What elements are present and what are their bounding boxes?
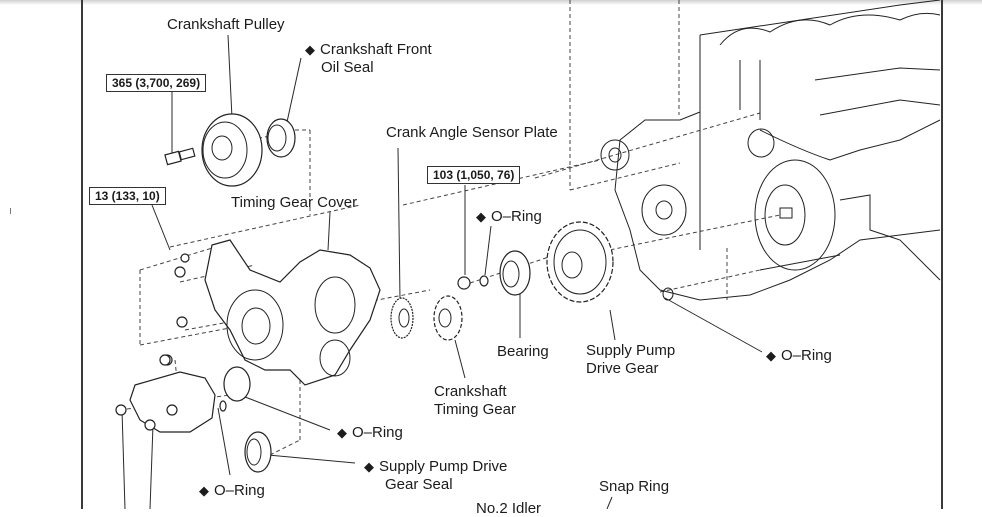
- label-o-ring-lower: ◆O–Ring: [199, 482, 265, 499]
- label-supply-pump-drive-gear-line2: Drive Gear: [586, 360, 659, 377]
- large-o-ring-part: [223, 366, 251, 402]
- non-reusable-marker-icon: ◆: [199, 483, 209, 498]
- page-right-border: [941, 0, 943, 509]
- gear-nut-part: [457, 276, 471, 290]
- label-crankshaft-pulley: Crankshaft Pulley: [167, 16, 285, 33]
- non-reusable-marker-icon: ◆: [364, 459, 374, 474]
- margin-mark: [10, 208, 11, 214]
- small-o-ring-part: [479, 275, 489, 287]
- label-o-ring-right: ◆O–Ring: [766, 347, 832, 364]
- torque-spec-cover-bolt: 13 (133, 10): [89, 187, 166, 205]
- label-snap-ring: Snap Ring: [599, 478, 670, 495]
- bearing-part: [499, 250, 531, 296]
- non-reusable-marker-icon: ◆: [476, 209, 486, 224]
- non-reusable-marker-icon: ◆: [766, 348, 776, 363]
- pump-o-ring-part: [219, 400, 227, 412]
- label-crankshaft-front-oil-seal-line2: Oil Seal: [321, 59, 374, 76]
- non-reusable-marker-icon: ◆: [305, 42, 315, 57]
- leader-lines: [121, 34, 763, 509]
- pulley-bolt-part: [164, 147, 196, 166]
- supply-pump-part: [115, 354, 216, 433]
- supply-pump-drive-gear-part: [546, 221, 614, 303]
- label-supply-pump-drive-gear: Supply Pump: [586, 342, 676, 359]
- label-crank-angle-sensor-plate: Crank Angle Sensor Plate: [386, 124, 558, 141]
- label-supply-pump-drive-gear-seal-line2: Gear Seal: [385, 476, 453, 493]
- label-o-ring-middle: ◆O–Ring: [337, 424, 403, 441]
- page-left-border: [81, 0, 83, 509]
- supply-pump-drive-gear-seal-part: [244, 431, 272, 473]
- crankshaft-pulley-part: [201, 113, 263, 187]
- torque-spec-gear-nut: 103 (1,050, 76): [427, 166, 521, 184]
- label-crankshaft-front-oil-seal: ◆Crankshaft Front: [305, 41, 432, 58]
- label-o-ring-upper: ◆O–Ring: [476, 208, 542, 225]
- label-crankshaft-timing-gear: Crankshaft: [434, 383, 507, 400]
- non-reusable-marker-icon: ◆: [337, 425, 347, 440]
- torque-spec-pulley-bolt: 365 (3,700, 269): [106, 74, 207, 92]
- label-crankshaft-timing-gear-line2: Timing Gear: [434, 401, 516, 418]
- viewer-toolbar-shadow: [0, 0, 982, 5]
- crank-angle-sensor-plate-part: [390, 297, 414, 339]
- front-oil-seal-part: [266, 118, 296, 158]
- label-timing-gear-cover: Timing Gear Cover: [231, 194, 358, 211]
- label-supply-pump-drive-gear-seal: ◆Supply Pump Drive: [364, 458, 508, 475]
- engine-block: [600, 0, 941, 301]
- timing-gear-cover-part: [161, 239, 381, 386]
- label-bearing: Bearing: [497, 343, 549, 360]
- crankshaft-timing-gear-part: [433, 295, 463, 341]
